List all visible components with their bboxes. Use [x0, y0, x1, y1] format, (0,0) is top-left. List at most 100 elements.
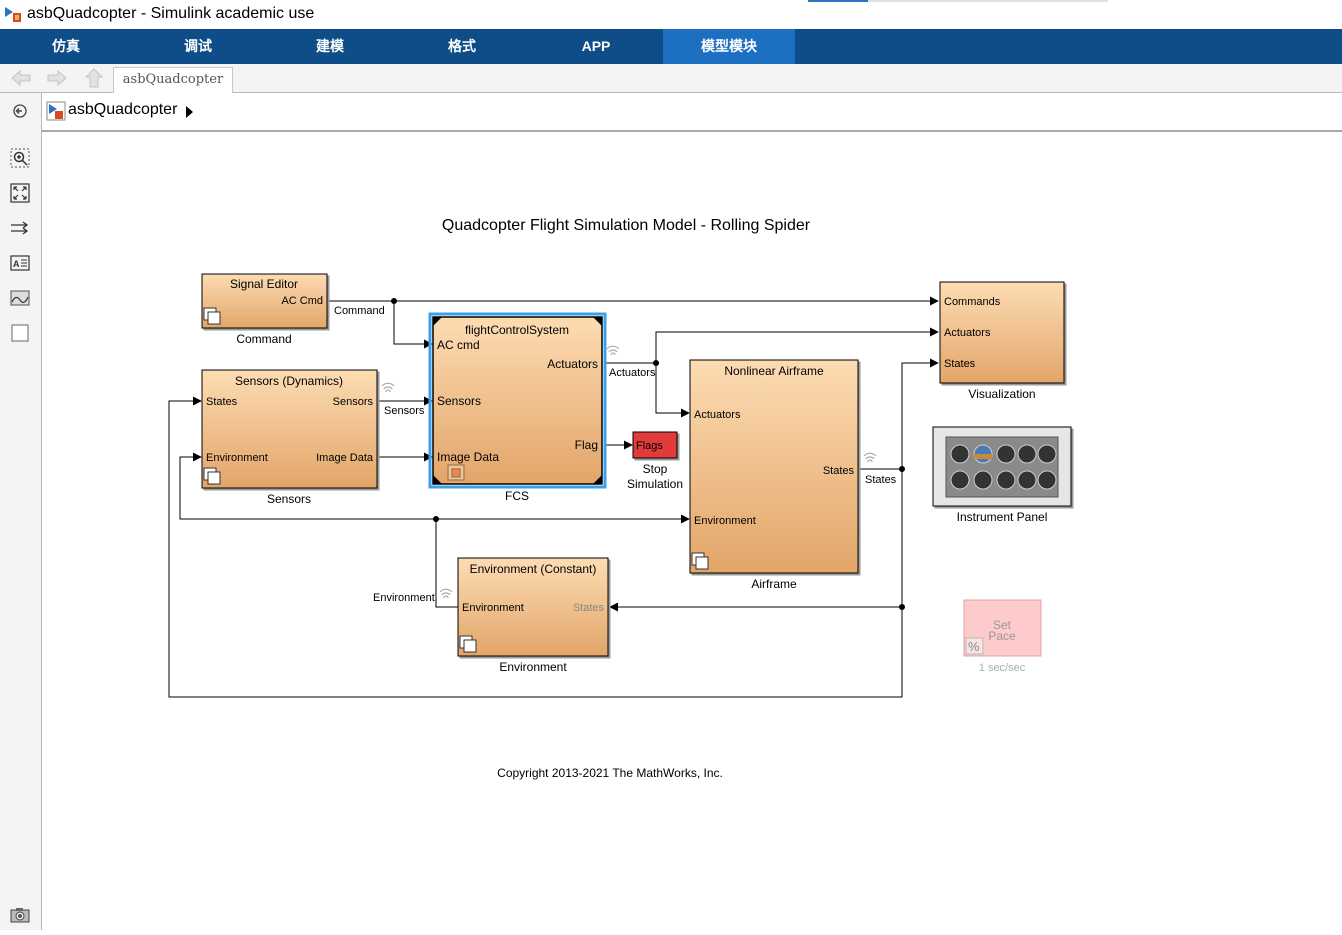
title-progress-strip	[808, 0, 1108, 2]
block-instrument-panel[interactable]: Instrument Panel	[932, 426, 1072, 524]
port-ac-cmd-in: AC cmd	[437, 338, 480, 352]
block-set-pace-line2: Pace	[988, 629, 1016, 643]
signal-logging-icon	[606, 345, 620, 356]
window-title: asbQuadcopter - Simulink academic use	[27, 5, 315, 22]
port-environment-in: Environment	[694, 515, 756, 527]
signal-label-sensors: Sensors	[384, 405, 425, 417]
breadcrumb-expand-icon[interactable]	[184, 105, 194, 119]
block-flags-title: Flags	[636, 440, 663, 452]
diagram-title: Quadcopter Flight Simulation Model - Rol…	[442, 217, 811, 234]
port-actuators-out: Actuators	[547, 357, 598, 371]
title-bar: asbQuadcopter - Simulink academic use	[0, 0, 1342, 29]
block-fcs-name: FCS	[505, 489, 529, 503]
box-icon[interactable]	[10, 323, 30, 343]
svg-text:%: %	[968, 639, 980, 654]
signal-logging-icon	[863, 452, 877, 463]
svg-text:A: A	[13, 259, 20, 269]
block-flags-name-line2: Simulation	[627, 477, 683, 491]
tab-format[interactable]: 格式	[448, 38, 476, 54]
signal-label-actuators: Actuators	[609, 367, 656, 379]
block-sensors[interactable]: Sensors (Dynamics) States Environment Se…	[201, 369, 378, 506]
fit-to-view-icon[interactable]	[10, 183, 30, 203]
port-environment-in: Environment	[206, 452, 268, 464]
camera-icon[interactable]	[10, 905, 30, 925]
zoom-in-icon[interactable]	[10, 148, 30, 168]
block-flags[interactable]: Flags Stop Simulation	[627, 431, 683, 491]
breadcrumb-model[interactable]: asbQuadcopter	[68, 101, 178, 118]
signal-lines-icon[interactable]	[10, 218, 30, 238]
tab-model-block[interactable]: 模型模块	[663, 29, 795, 64]
block-environment-name: Environment	[499, 660, 567, 674]
tab-modeling[interactable]: 建模	[316, 38, 344, 54]
line-actuators-visualization[interactable]	[604, 327, 939, 364]
diagram-svg: Quadcopter Flight Simulation Model - Rol…	[168, 217, 1072, 780]
signal-logging-icon	[381, 382, 395, 393]
port-commands-in: Commands	[944, 296, 1001, 308]
left-palette: A	[0, 93, 42, 930]
block-airframe[interactable]: Nonlinear Airframe Actuators Environment…	[689, 359, 859, 591]
port-states-in: States	[206, 396, 238, 408]
annotation-icon[interactable]: A	[10, 253, 30, 273]
port-sensors-out: Sensors	[333, 396, 374, 408]
line-environment-sensors[interactable]	[179, 452, 436, 520]
signal-label-states: States	[865, 474, 897, 486]
block-command[interactable]: Signal Editor AC Cmd Command	[201, 273, 328, 346]
port-states-in: States	[944, 358, 976, 370]
model-tab[interactable]: asbQuadcopter	[113, 67, 233, 93]
block-environment-title: Environment (Constant)	[470, 562, 597, 576]
block-set-pace[interactable]: Set Pace % 1 sec/sec	[963, 599, 1042, 674]
tab-debug[interactable]: 调试	[184, 38, 212, 54]
port-image-data-out: Image Data	[316, 452, 374, 464]
port-states-in: States	[573, 602, 605, 614]
back-arrow-icon[interactable]	[9, 68, 33, 88]
signal-label-command: Command	[334, 305, 385, 317]
port-sensors-in: Sensors	[437, 394, 481, 408]
port-actuators-in: Actuators	[694, 409, 741, 421]
line-environment-airframe[interactable]	[435, 514, 690, 608]
port-environment-out: Environment	[462, 602, 524, 614]
tab-simulation[interactable]: 仿真	[52, 38, 80, 54]
signal-label-environment: Environment	[373, 592, 435, 604]
line-states-sensors[interactable]	[168, 396, 903, 698]
block-sensors-name: Sensors	[267, 492, 311, 506]
subsystem-icon	[691, 552, 709, 570]
copyright-annotation: Copyright 2013-2021 The MathWorks, Inc.	[497, 766, 723, 780]
subsystem-icon	[203, 307, 221, 325]
block-visualization[interactable]: Commands Actuators States Visualization	[939, 281, 1065, 401]
simulink-app-icon	[5, 7, 21, 22]
line-actuators-airframe[interactable]	[655, 363, 690, 418]
breadcrumb: asbQuadcopter	[42, 93, 1342, 132]
block-airframe-title: Nonlinear Airframe	[724, 364, 824, 378]
block-set-pace-line1: Set	[993, 618, 1012, 632]
block-airframe-name: Airframe	[751, 577, 797, 591]
signal-logging-icon	[439, 588, 453, 599]
port-image-data-in: Image Data	[437, 450, 499, 464]
tab-apps[interactable]: APP	[581, 38, 611, 54]
line-command-fcs[interactable]	[393, 301, 433, 349]
model-reference-icon	[447, 464, 465, 481]
line-states-visualization[interactable]	[858, 358, 939, 470]
block-instrument-panel-name: Instrument Panel	[957, 510, 1048, 524]
block-command-title: Signal Editor	[230, 277, 298, 291]
block-fcs-title: flightControlSystem	[465, 323, 569, 337]
up-arrow-icon[interactable]	[82, 68, 106, 88]
port-flag-out: Flag	[575, 438, 598, 452]
block-fcs[interactable]: flightControlSystem AC cmd Sensors Image…	[428, 312, 607, 503]
port-actuators-in: Actuators	[944, 327, 991, 339]
forward-arrow-icon[interactable]	[45, 68, 69, 88]
port-states-out: States	[823, 465, 855, 477]
block-sensors-title: Sensors (Dynamics)	[235, 374, 343, 388]
block-environment[interactable]: Environment (Constant) Environment State…	[457, 557, 609, 674]
block-visualization-name: Visualization	[968, 387, 1035, 401]
image-icon[interactable]	[10, 288, 30, 308]
model-canvas[interactable]: Quadcopter Flight Simulation Model - Rol…	[42, 132, 1342, 930]
ribbon-tab-bar: 仿真 调试 建模 格式 APP 模型模块	[0, 29, 1342, 64]
percent-icon: %	[965, 637, 984, 655]
block-flags-name-line1: Stop	[643, 462, 668, 476]
block-set-pace-rate: 1 sec/sec	[979, 662, 1026, 674]
block-command-name: Command	[236, 332, 291, 346]
subsystem-icon	[203, 467, 221, 485]
hide-browser-icon[interactable]	[10, 101, 30, 121]
port-ac-cmd-out: AC Cmd	[281, 295, 323, 307]
subsystem-icon	[459, 635, 477, 653]
